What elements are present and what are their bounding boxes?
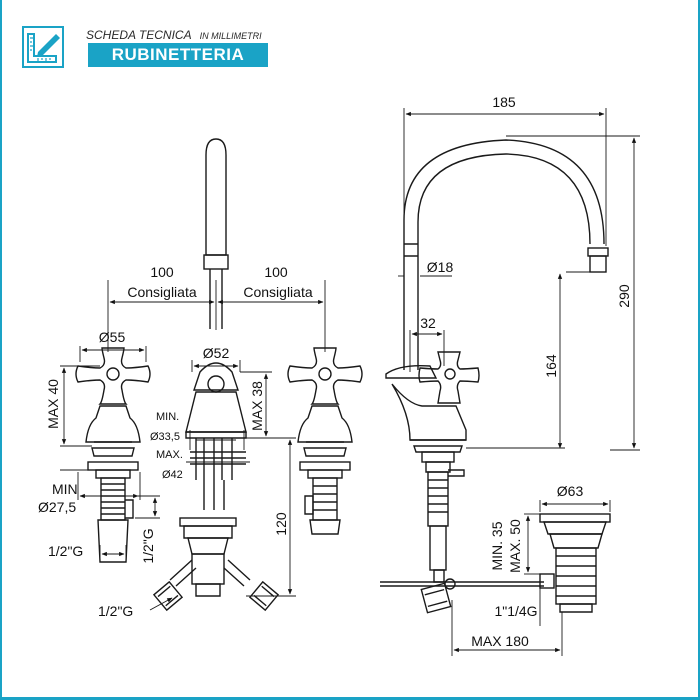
under-height-label: 120 [273, 512, 289, 536]
spout-clear-height-label: 164 [543, 354, 559, 378]
base-max-height-label: MAX 38 [249, 381, 265, 431]
rod-max-label: MAX 180 [471, 633, 529, 649]
spout-total-height-label: 290 [616, 284, 632, 308]
right-spacing-value: 100 [264, 264, 288, 280]
frame-bottom-border [0, 697, 700, 700]
waste-max-label: MAX. 50 [507, 519, 523, 573]
thread-bottom-label: 1/2"G [98, 603, 133, 619]
waste-thread-label: 1"1/4G [494, 603, 537, 619]
thread-left-label: 1/2"G [48, 543, 83, 559]
sheet-heading: SCHEDA TECNICA IN MILLIMETRI [86, 26, 262, 44]
valve-min-label: MIN [52, 481, 78, 497]
spout-reach-label: 185 [492, 94, 516, 110]
hole-max-label: MAX. [156, 449, 183, 461]
category-banner: RUBINETTERIA [88, 43, 268, 67]
side-view-dimensions [398, 108, 640, 656]
left-view-dimensions [60, 280, 326, 611]
valve-min-value: Ø27,5 [38, 499, 76, 515]
waste-min-label: MIN. 35 [489, 521, 505, 570]
ruler-pencil-icon [22, 26, 64, 68]
side-view-labels: 185 Ø18 290 164 32 Ø63 MIN. 35 MAX. 50 1… [420, 94, 632, 649]
sheet-subtitle: IN MILLIMETRI [199, 31, 262, 41]
header: SCHEDA TECNICA IN MILLIMETRI RUBINETTERIA [22, 22, 272, 72]
left-spacing-value: 100 [150, 264, 174, 280]
left-handle-valve [75, 347, 151, 563]
thread-mid-label: 1/2"G [140, 528, 156, 563]
frame-right-border [698, 0, 700, 700]
side-profile [380, 139, 611, 614]
spout-tip-diameter-label: Ø18 [427, 259, 454, 275]
sheet-title: SCHEDA TECNICA [86, 28, 192, 42]
hole-min-label: MIN. [156, 411, 179, 423]
waste-diameter-label: Ø63 [557, 483, 584, 499]
left-spacing-note: Consigliata [127, 284, 196, 300]
spout-assembly [152, 138, 280, 612]
left-view-labels: 100 Consigliata 100 Consigliata Ø55 MAX … [38, 264, 313, 619]
handle-diameter-label: Ø55 [99, 329, 126, 345]
hole-max-value: Ø42 [162, 469, 183, 481]
spout-base-diameter-label: Ø52 [203, 345, 230, 361]
frame-left-border [0, 0, 2, 700]
right-spacing-note: Consigliata [243, 284, 312, 300]
hole-min-value: Ø33,5 [150, 431, 180, 443]
right-handle-valve [287, 347, 363, 535]
handle-offset-label: 32 [420, 315, 436, 331]
handle-max-height-label: MAX 40 [45, 379, 61, 429]
